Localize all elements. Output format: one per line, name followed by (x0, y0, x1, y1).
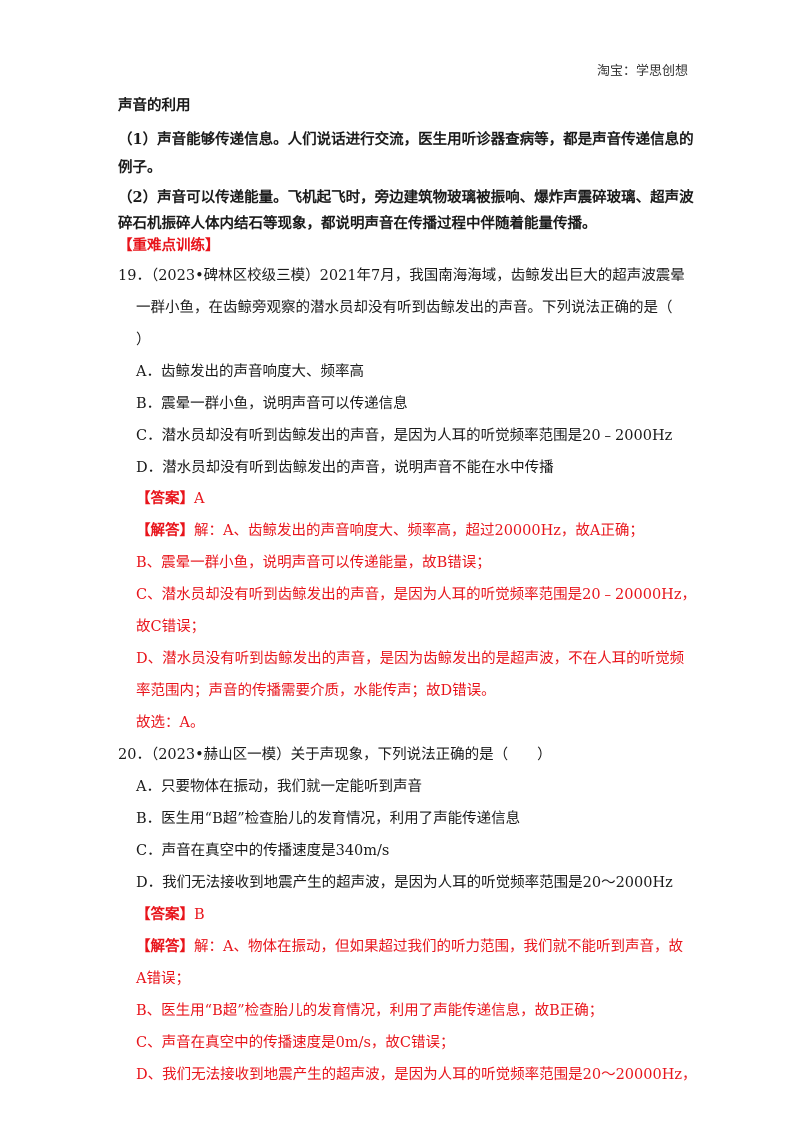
answer-value: B (194, 907, 205, 923)
explain-text: 解：A、齿鲸发出的声音响度大、频率高，超过20000Hz，故A正确； (194, 523, 644, 539)
q20-explain-b: B、医生用“B超”检查胎儿的发育情况，利用了声能传递信息，故B正确； (136, 1003, 604, 1019)
q20-explain-first: 【解答】解：A、物体在振动，但如果超过我们的听力范围，我们就不能听到声音，故 (118, 937, 683, 957)
watermark-header: 淘宝：学思创想 (596, 64, 688, 79)
q19-option-b: B．震晕一群小鱼，说明声音可以传递信息 (136, 396, 408, 412)
q20-explain-c: C、声音在真空中的传播速度是0m/s，故C错误； (136, 1035, 455, 1051)
q19-option-d: D．潜水员却没有听到齿鲸发出的声音，说明声音不能在水中传播 (136, 460, 554, 476)
q19-stem-line-3: ） (136, 332, 151, 348)
q20-explain-d: D、我们无法接收到地震产生的超声波，是因为人耳的听觉频率范围是20～20000H… (136, 1067, 697, 1083)
q19-explain-first: 【解答】解：A、齿鲸发出的声音响度大、频率高，超过20000Hz，故A正确； (118, 521, 644, 541)
q19-explain-d: D、潜水员没有听到齿鲸发出的声音，是因为齿鲸发出的是超声波，不在人耳的听觉频 (136, 651, 685, 667)
q19-stem-line-1: 19．（2023•碑林区校级三模）2021年7月，我国南海海域，齿鲸发出巨大的超… (118, 268, 685, 284)
q20-answer: 【答案】B (118, 905, 205, 925)
q20-option-a: A．只要物体在振动，我们就一定能听到声音 (136, 779, 422, 795)
q19-option-a: A．齿鲸发出的声音响度大、频率高 (136, 364, 364, 380)
q20-option-b: B．医生用“B超”检查胎儿的发育情况，利用了声能传递信息 (136, 811, 521, 827)
q19-explain-c: C、潜水员却没有听到齿鲸发出的声音，是因为人耳的听觉频率范围是20﹣20000H… (136, 587, 696, 603)
q20-explain-a-cont: A错误； (136, 971, 190, 987)
q19-option-c: C．潜水员却没有听到齿鲸发出的声音，是因为人耳的听觉频率范围是20﹣2000Hz (136, 428, 673, 444)
q19-explain-c-cont: 故C错误； (136, 619, 206, 635)
answer-value: A (194, 491, 205, 507)
q20-option-d: D．我们无法接收到地震产生的超声波，是因为人耳的听觉频率范围是20～2000Hz (136, 875, 673, 891)
point-1-line-2: 例子。 (118, 159, 162, 176)
point-2-line-2: 碎石机振碎人体内结石等现象，都说明声音在传播过程中伴随着能量传播。 (118, 215, 597, 232)
explain-text: 解：A、物体在振动，但如果超过我们的听力范围，我们就不能听到声音，故 (194, 939, 683, 955)
q20-stem: 20．（2023•赫山区一模）关于声现象，下列说法正确的是（ ） (118, 747, 552, 763)
explain-label: 【解答】 (136, 522, 194, 539)
q19-stem-line-2: 一群小鱼，在齿鲸旁观察的潜水员却没有听到齿鲸发出的声音。下列说法正确的是（ (136, 300, 673, 316)
section-title: 声音的利用 (118, 97, 191, 114)
training-heading: 【重难点训练】 (118, 237, 220, 254)
q20-option-c: C．声音在真空中的传播速度是340m/s (136, 843, 390, 859)
q19-explain-b: B、震晕一群小鱼，说明声音可以传递能量，故B错误； (136, 555, 491, 571)
point-2-line-1: （2）声音可以传递能量。飞机起飞时，旁边建筑物玻璃被振响、爆炸声震碎玻璃、超声波 (118, 189, 694, 206)
q19-answer: 【答案】A (118, 489, 204, 509)
q19-explain-d-cont: 率范围内；声音的传播需要介质，水能传声；故D错误。 (136, 683, 496, 699)
q19-conclusion: 故选：A。 (136, 715, 205, 731)
answer-label: 【答案】 (136, 490, 194, 507)
explain-label: 【解答】 (136, 938, 194, 955)
answer-label: 【答案】 (136, 906, 194, 923)
point-1-line-1: （1）声音能够传递信息。人们说话进行交流，医生用听诊器查病等，都是声音传递信息的 (118, 131, 694, 148)
